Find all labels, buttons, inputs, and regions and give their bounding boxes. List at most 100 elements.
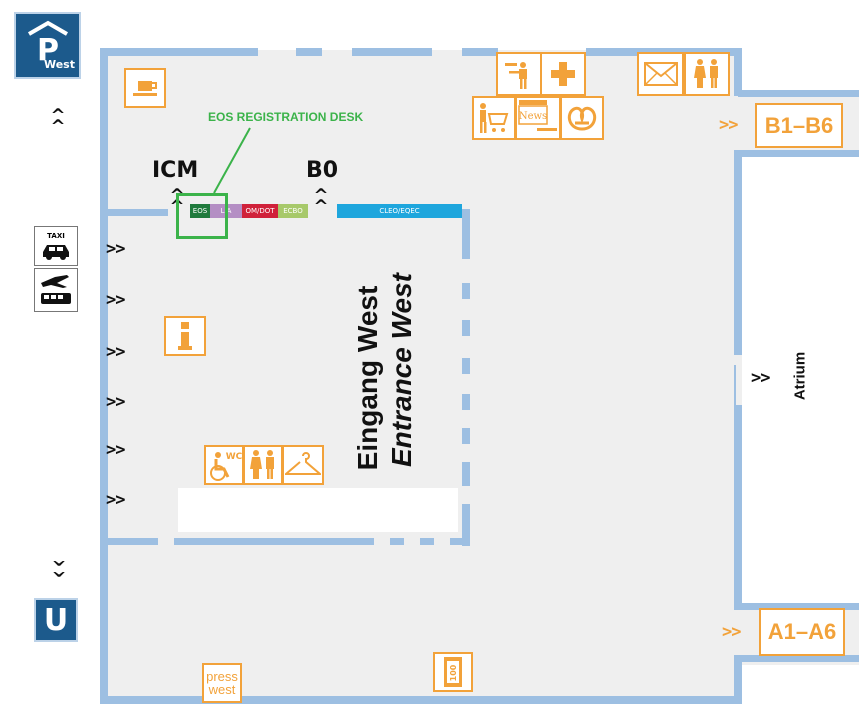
news-label: News	[519, 111, 547, 122]
outer-wall-top-3	[352, 48, 432, 56]
outer-wall-bottom	[100, 696, 742, 704]
airport-bus-icon	[41, 275, 71, 304]
west-label: west	[208, 682, 236, 697]
accessible-wc-icon: WC	[210, 452, 242, 481]
waiter-sign[interactable]	[496, 52, 542, 96]
outer-wall-right-lower	[734, 655, 742, 704]
news-sign[interactable]: News	[515, 96, 561, 140]
redacted-area	[178, 488, 458, 532]
hall-floor	[102, 50, 742, 700]
outer-wall-left	[100, 48, 108, 704]
first-aid-sign[interactable]	[540, 52, 586, 96]
taxi-label: TAXI	[47, 232, 65, 240]
atm-icon: 100	[444, 657, 462, 687]
atrium-door-gap-top	[734, 355, 742, 365]
shop-icon	[480, 103, 509, 133]
restroom-sign-top[interactable]	[684, 52, 730, 96]
entrance-arrow[interactable]: >>	[106, 239, 126, 259]
ubahn-sign[interactable]: U	[34, 598, 78, 642]
outer-wall-top-1	[100, 48, 258, 56]
cloakroom-sign[interactable]	[282, 445, 324, 485]
airport-bus-sign[interactable]	[34, 268, 78, 312]
inner-wall-right-1	[462, 209, 470, 259]
inner-wall-right-2	[462, 283, 470, 299]
parking-sign[interactable]: P West	[14, 12, 81, 79]
wc-label: WC	[226, 452, 242, 462]
atm-label: 100	[449, 664, 458, 681]
inner-wall-right-3	[462, 320, 470, 336]
gate-b-arrow: >>	[719, 115, 739, 135]
inner-wall-right-8	[462, 504, 470, 546]
shop-sign[interactable]	[472, 96, 516, 140]
svg-text:P: P	[37, 33, 59, 62]
inner-wall-bottom-2	[174, 538, 374, 545]
entrance-arrow[interactable]: >>	[106, 490, 126, 510]
entrance-west-de: Eingang West	[352, 285, 383, 471]
entrance-west-en: Entrance West	[386, 273, 417, 467]
cafe-sign[interactable]	[124, 68, 166, 108]
booth-eos[interactable]: EOS	[190, 204, 210, 218]
bakery-sign[interactable]	[560, 96, 604, 140]
press-west-sign[interactable]: press west	[202, 663, 242, 703]
post-office-sign[interactable]	[637, 52, 684, 96]
accessible-wc-sign[interactable]: WC	[204, 445, 244, 485]
inner-wall-bottom-3	[390, 538, 404, 545]
atrium-arrow[interactable]: >>	[751, 368, 771, 388]
cloakroom-icon	[285, 452, 321, 475]
taxi-sign[interactable]: TAXI	[34, 226, 78, 266]
icm-label: ICM	[152, 158, 199, 183]
entrance-arrow[interactable]: >>	[106, 342, 126, 362]
b0-label: B0	[306, 158, 339, 183]
waiter-icon	[505, 62, 527, 89]
booth-cleo-eqec[interactable]: CLEO/EQEC	[337, 204, 462, 218]
first-aid-icon	[551, 62, 575, 86]
corridor-wall-top-a2	[734, 655, 859, 662]
pretzel-icon	[567, 106, 597, 131]
gate-b1-b6-sign[interactable]: B1–B6	[755, 103, 843, 148]
booth-ecbo[interactable]: ECBO	[278, 204, 308, 218]
eos-registration-label: EOS REGISTRATION DESK	[208, 110, 364, 124]
atrium-door-gap	[736, 365, 742, 405]
corridor-wall-bottom-a	[734, 603, 859, 610]
info-icon	[178, 322, 192, 350]
gate-a-arrow: >>	[722, 622, 742, 642]
ubahn-label: U	[43, 602, 69, 638]
outer-wall-top-2	[296, 48, 322, 56]
inner-wall-bottom-4	[420, 538, 434, 545]
inner-wall-right-5	[462, 394, 470, 410]
restroom-icon	[694, 59, 718, 88]
newspaper-icon: News	[518, 100, 557, 131]
inner-wall-bottom-1	[108, 538, 158, 545]
entrance-arrow[interactable]: >>	[106, 290, 126, 310]
restroom-icon	[250, 450, 274, 479]
entrance-arrow[interactable]: >>	[106, 440, 126, 460]
gate-b-label: B1–B6	[764, 112, 834, 138]
info-sign[interactable]	[164, 316, 206, 356]
atrium-label: Atrium	[791, 351, 809, 401]
outer-wall-top-4	[462, 48, 498, 56]
coffee-icon	[133, 81, 157, 96]
inner-wall-right-6	[462, 428, 470, 444]
gate-a1-a6-sign[interactable]: A1–A6	[759, 608, 845, 656]
outer-wall-right-top	[734, 48, 742, 96]
inner-wall-bottom-5	[450, 538, 470, 545]
mail-icon	[643, 62, 678, 86]
taxi-icon	[43, 245, 69, 260]
corridor-wall-upper	[738, 90, 859, 97]
corridor-wall-top-b	[734, 150, 859, 157]
inner-wall-top	[108, 209, 168, 216]
inner-wall-right-4	[462, 358, 470, 374]
chevron-down-icon: ^^	[51, 548, 67, 580]
chevron-up-icon: ^^	[50, 105, 66, 137]
press-label: press	[206, 669, 238, 684]
inner-wall-right-7	[462, 462, 470, 486]
eos-highlight-box	[176, 193, 228, 239]
atm-sign[interactable]: 100	[433, 652, 473, 692]
gate-a-label: A1–A6	[767, 619, 837, 644]
parking-icon: P	[27, 20, 68, 62]
entrance-arrow[interactable]: >>	[106, 392, 126, 412]
booth-om-dot[interactable]: OM/DOT	[242, 204, 278, 218]
parking-label: West	[43, 58, 75, 71]
restroom-sign[interactable]	[243, 445, 283, 485]
